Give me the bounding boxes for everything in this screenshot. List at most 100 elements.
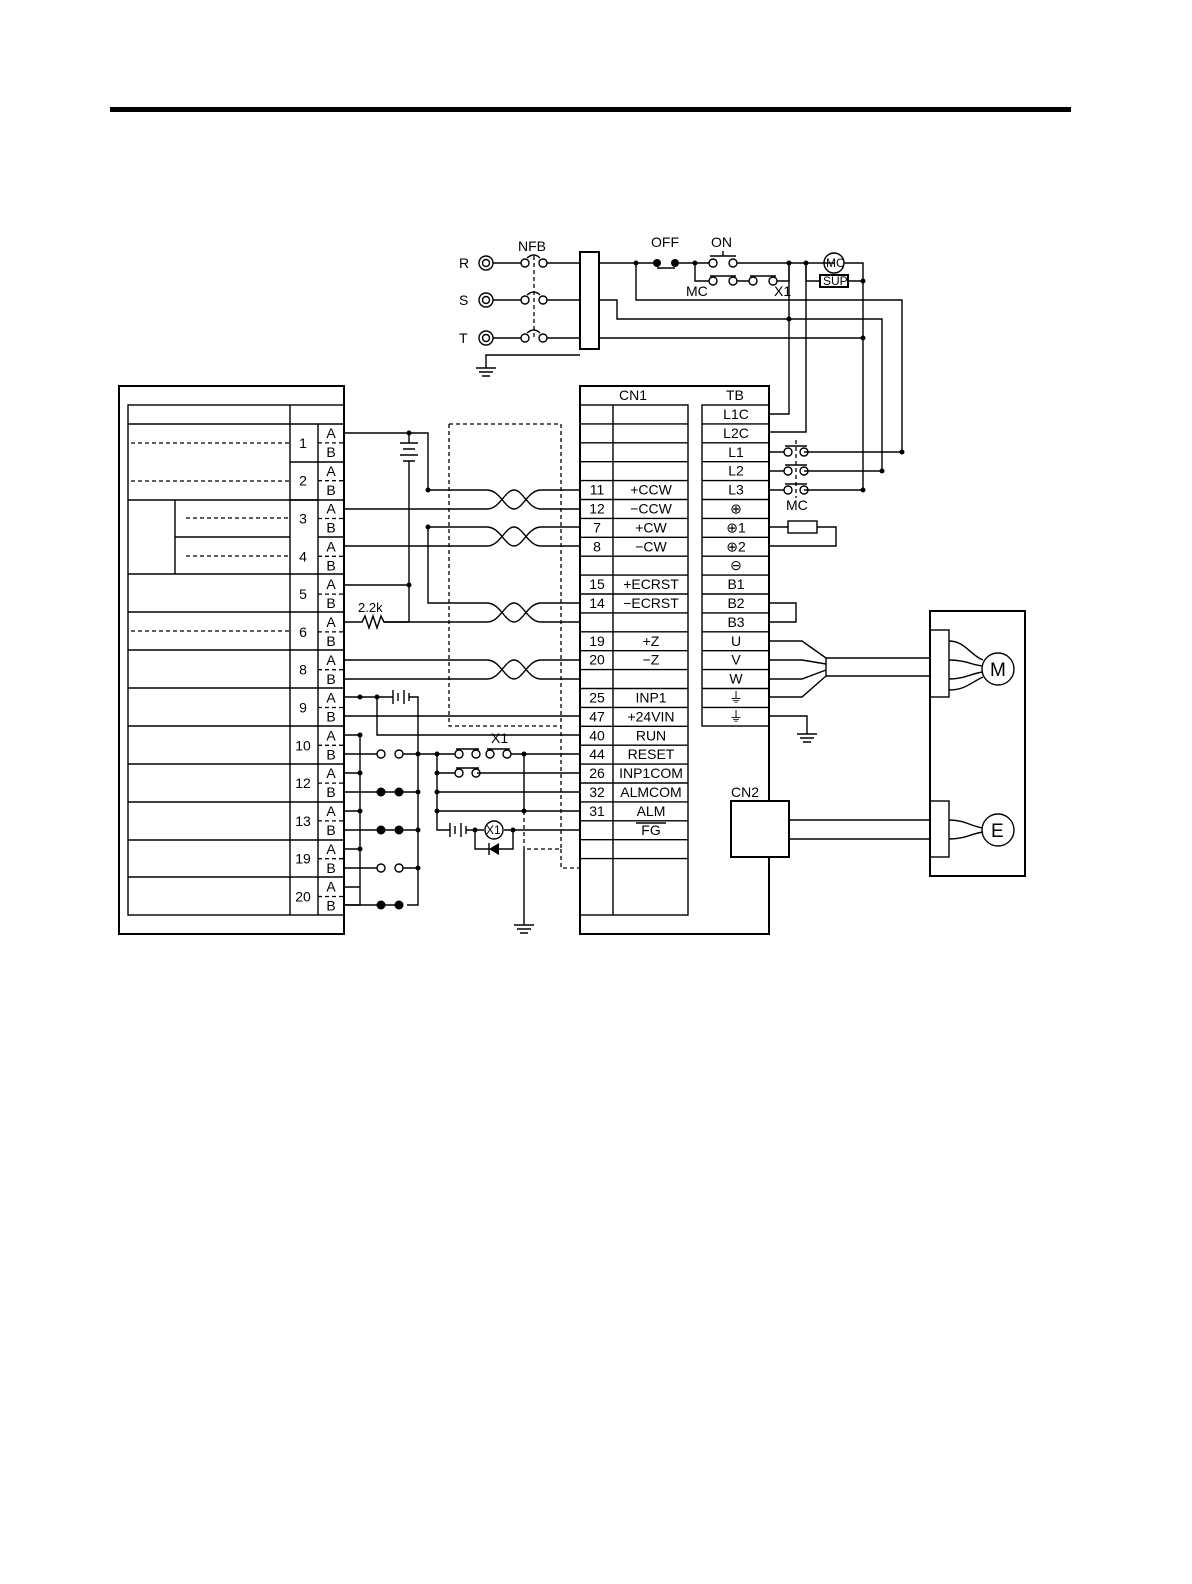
cn1-signal-name: +CW [635,519,667,535]
pin-a-label: A [326,463,336,479]
controller-row: 6 AB [299,614,344,649]
tb-terminal-label: W [729,671,743,687]
off-label: OFF [651,234,679,250]
pin-a-label: A [326,690,336,706]
encoder-label: E [991,821,1004,842]
pin-a-label: A [326,614,336,630]
surge-suppressor [819,274,849,288]
controller-row-number: 2 [299,473,307,489]
tb-terminal-label: B3 [727,614,744,630]
cn1-signal-name: +24VIN [627,708,674,724]
controller-row: 19 AB [295,841,344,876]
noise-filter [579,251,600,350]
run-reset-contacts [454,748,512,778]
regen-resistor [770,520,837,547]
encoder-symbol [981,813,1015,847]
cn1-pin-number: 47 [589,708,605,724]
tb-terminal-row: B2 [702,593,769,611]
phase-terminals [478,255,494,346]
controller-row: 5AB [299,576,344,611]
controller-row: 8 AB [299,652,344,687]
tb-terminal-label: ⏚ [729,690,743,706]
cn1-signal-name: ALM [637,803,666,819]
cn1-pin-number: 25 [589,690,605,706]
controller-row: 2 AB [299,463,344,498]
controller-row-number: 12 [295,775,311,791]
cn1-signal-name: −Z [643,652,660,668]
pin-a-label: A [326,765,336,781]
controller-panel [118,385,345,935]
pin-b-label: B [326,822,335,838]
controller-row-number: 5 [299,586,307,602]
cn1-pin-number: 26 [589,765,605,781]
breaker-label: NFB [518,238,546,254]
pin-b-label: B [326,520,335,536]
pin-b-label: B [326,633,335,649]
cn1-signal-name: RESET [628,746,675,762]
tb-terminal-label: L1C [723,406,749,422]
cn1-pin-number: 12 [589,501,605,517]
tb-terminal-row: L1C [723,406,749,422]
cn1-pin-row: 26 INP1COM [580,763,688,781]
pin-b-label: B [326,671,335,687]
cn1-signal-name: −CW [635,538,667,554]
controller-input-contacts [376,749,404,910]
phase-label-s: S [459,292,468,308]
cn1-pin-number: 7 [593,519,601,535]
main-contactor: MC [770,440,905,513]
cn1-signal-name: +ECRST [623,576,679,592]
motor-label: M [990,660,1006,681]
pin-a-label: A [326,803,336,819]
pin-b-label: B [326,709,335,725]
controller-row-number: 9 [299,700,307,716]
cn1-title: CN1 [619,387,647,403]
signal-wiring: 2.2k [344,423,580,934]
tb-terminal-label: ⏚ [729,708,743,724]
pin-b-label: B [326,860,335,876]
cn1-pin-row: 8−CW [580,536,688,554]
tb-terminal-row: ⊕ [702,498,769,517]
tb-terminal-label: B1 [727,576,744,592]
controller-row-number: 8 [299,662,307,678]
tb-terminal-label: ⊖ [730,557,742,573]
pin-b-label: B [326,482,335,498]
tb-terminal-row: ⊖ [702,555,769,573]
breaker-contacts [520,254,548,343]
pin-a-label: A [326,879,336,895]
mc-coil-label: MC [826,256,845,270]
pin-b-label: B [326,898,335,914]
pin-a-label: A [326,501,336,517]
tb-terminal-row: L2C [702,423,769,441]
b2-b3-jumper [770,602,797,623]
on-switch[interactable] [708,251,738,268]
tb-terminal-label: ⊕2 [726,538,746,554]
cn1-signal-name: INP1COM [619,765,683,781]
pin-a-label: A [326,652,336,668]
tb-terminal-row: ⊕1 [702,517,769,535]
surge-label: SUP [823,274,848,288]
pin-a-label: A [326,841,336,857]
cn1-signal-name: RUN [636,727,666,743]
cn1-pin-row: 47 +24VIN [580,706,688,724]
cn1-pin-number: 15 [589,576,605,592]
controller-row: 3AB [299,501,344,536]
cn1-pin-row: 11+CCW [580,479,688,498]
controller-row-number: 6 [299,624,307,640]
relay-coil [484,820,504,840]
mc-contact-label: MC [786,497,808,513]
off-switch[interactable] [653,259,679,269]
controller-row-number: 10 [295,737,311,753]
controller-row-number: 19 [295,851,311,867]
twisted-pairs [486,489,580,680]
pin-a-label: A [326,576,336,592]
cn1-signal-name: FG [641,822,660,838]
tb-terminal-row: U [702,631,769,649]
